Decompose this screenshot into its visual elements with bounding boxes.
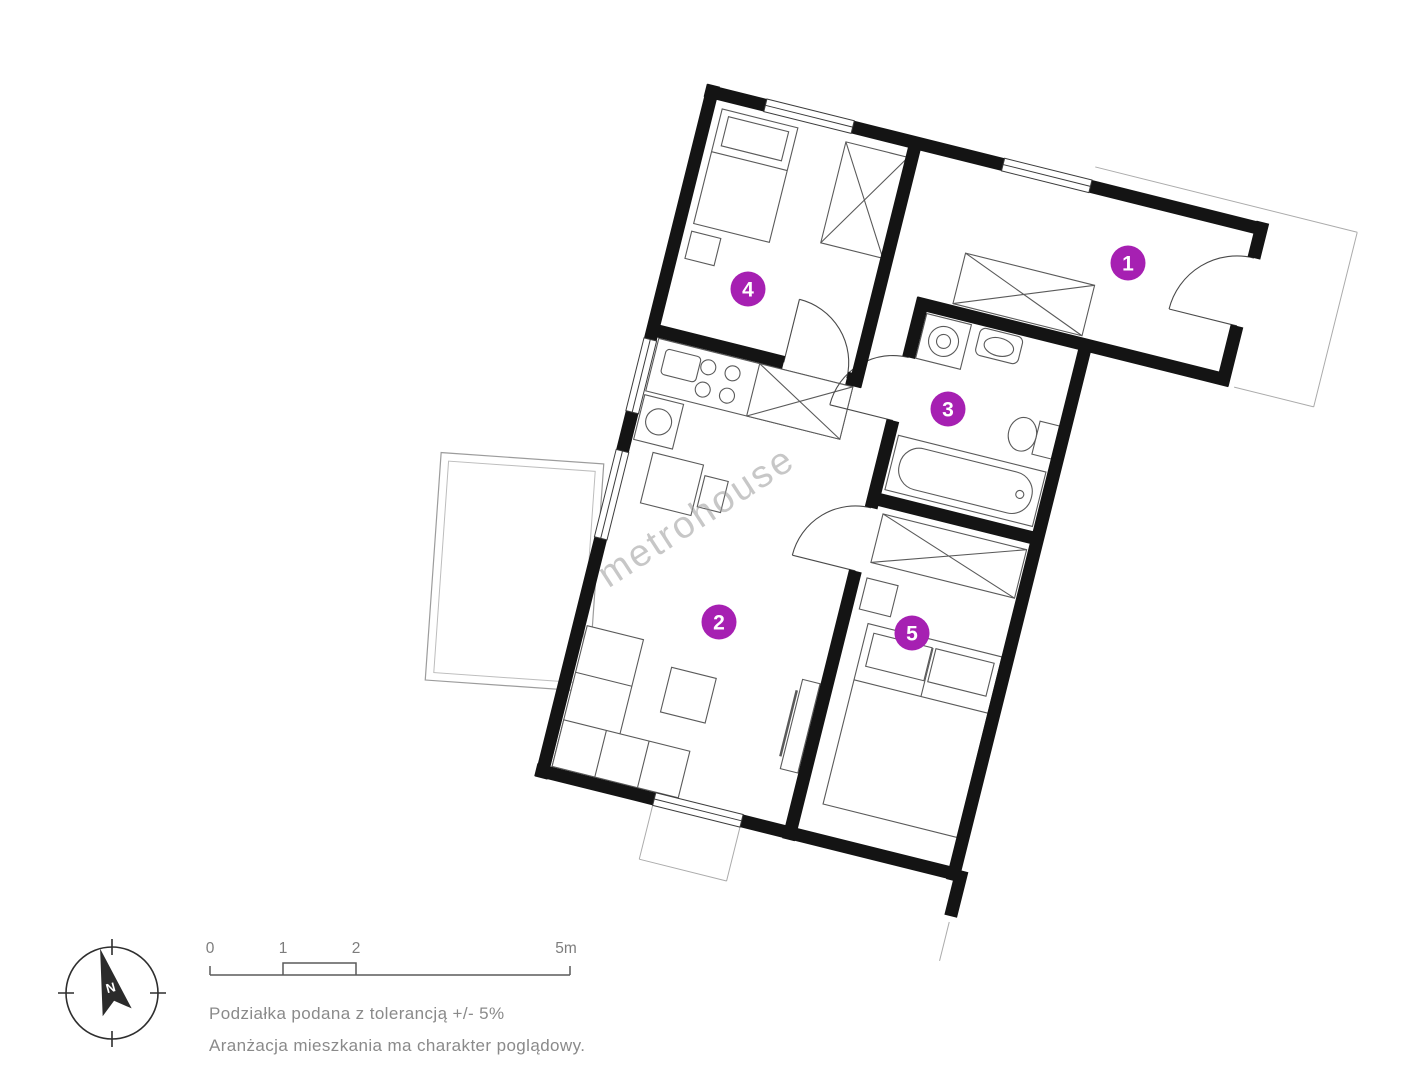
scale-bar-step bbox=[282, 962, 357, 975]
toilet-bowl bbox=[1007, 416, 1038, 452]
room-marker-3-label: 3 bbox=[942, 399, 954, 422]
room-marker-5-label: 5 bbox=[906, 623, 918, 646]
context-lines bbox=[638, 166, 1358, 961]
bathtub bbox=[884, 434, 1047, 528]
entry-door bbox=[1168, 255, 1255, 327]
pillow bbox=[720, 116, 790, 162]
room5-furniture bbox=[822, 513, 1028, 839]
bathroom-fixtures bbox=[884, 312, 1061, 528]
pillow bbox=[927, 648, 995, 697]
dining-table bbox=[639, 451, 705, 517]
chair bbox=[696, 475, 729, 514]
room-marker-5: 5 bbox=[894, 615, 930, 651]
sofa-bottom bbox=[551, 719, 691, 799]
kitchen-furniture bbox=[632, 337, 854, 517]
nightstand bbox=[858, 577, 899, 618]
arrangement-note: Aranżacja mieszkania ma charakter pogląd… bbox=[209, 1036, 586, 1055]
washing-machine bbox=[914, 312, 973, 370]
walls bbox=[534, 83, 1270, 918]
room-marker-1: 1 bbox=[1110, 245, 1146, 281]
room-marker-2-label: 2 bbox=[713, 612, 725, 635]
scale-label-0: 0 bbox=[206, 940, 215, 957]
scale-tolerance-note: Podziałka podana z tolerancją +/- 5% bbox=[209, 1004, 505, 1023]
room-marker-4: 4 bbox=[730, 271, 766, 307]
room-marker-1-label: 1 bbox=[1122, 253, 1134, 276]
room5-door bbox=[791, 505, 872, 572]
nightstand bbox=[684, 230, 722, 267]
room-marker-2: 2 bbox=[701, 604, 737, 640]
livingroom-furniture bbox=[550, 624, 821, 799]
hall-furniture bbox=[952, 252, 1096, 337]
compass-ticks bbox=[58, 939, 166, 1047]
compass-needle: N bbox=[100, 948, 132, 1017]
scale-label-5m: 5m bbox=[555, 940, 577, 957]
room-marker-3: 3 bbox=[930, 391, 966, 427]
tv-bench bbox=[779, 678, 821, 774]
door-swings bbox=[783, 255, 1255, 572]
apartment-plan bbox=[534, 83, 1358, 961]
stove-burners bbox=[694, 359, 741, 404]
scale-bar: 0 1 2 5m bbox=[206, 940, 577, 976]
room4-furniture bbox=[684, 108, 909, 267]
windows bbox=[593, 98, 1093, 828]
room-marker-4-label: 4 bbox=[742, 279, 754, 302]
sink-unit bbox=[632, 394, 685, 450]
compass-rose: N bbox=[58, 939, 166, 1047]
compass-north-label: N bbox=[104, 979, 117, 996]
room4-door bbox=[783, 298, 850, 379]
coffee-table bbox=[659, 666, 717, 724]
kitchen-sink bbox=[660, 348, 702, 383]
scale-label-1: 1 bbox=[279, 940, 288, 957]
scale-label-2: 2 bbox=[352, 940, 361, 957]
room-markers: 1 2 3 4 5 bbox=[701, 245, 1146, 651]
